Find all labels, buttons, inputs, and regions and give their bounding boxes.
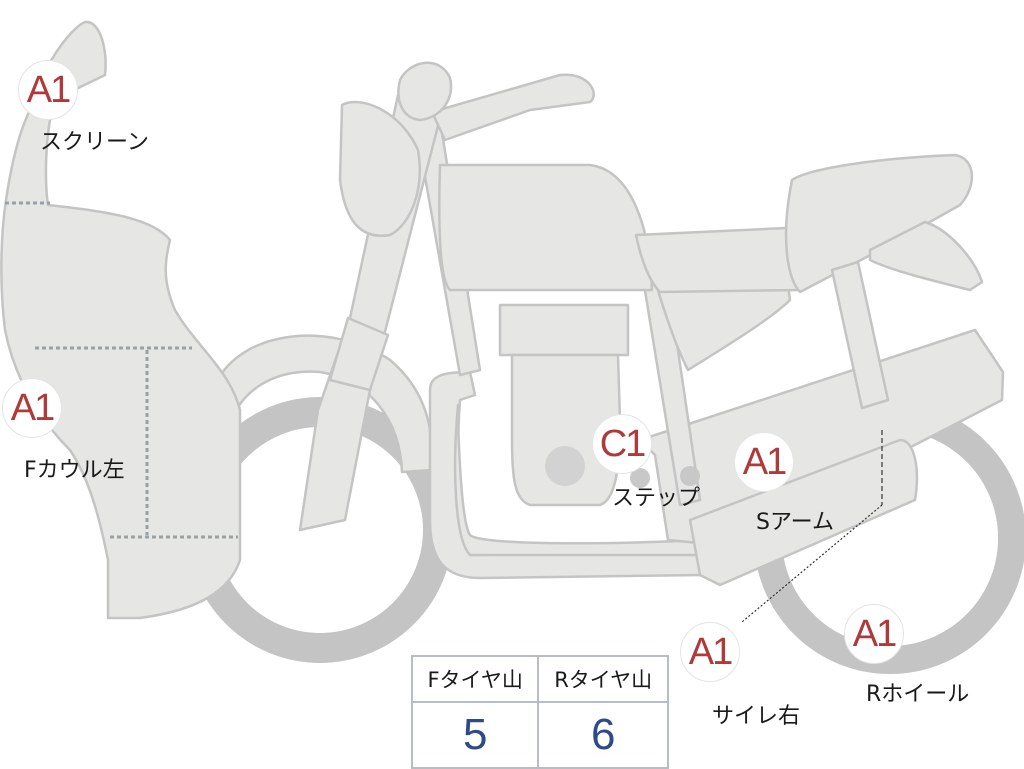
- value-front-tire: 5: [410, 701, 540, 769]
- mirror: [397, 61, 453, 122]
- fuel-tank: [438, 163, 654, 292]
- handlebar: [430, 73, 595, 142]
- label-step: ステップ: [612, 486, 701, 511]
- engine-cylinder: [498, 303, 630, 357]
- tail-cowl: [868, 220, 984, 292]
- label-silencer-right: サイレ右: [712, 704, 801, 729]
- fairing: [0, 20, 242, 620]
- grade-badge-r-wheel: A1: [844, 604, 904, 664]
- label-s-arm: Sアーム: [756, 510, 834, 535]
- label-r-wheel: Rホイール: [866, 682, 970, 707]
- rear-shock: [830, 260, 890, 410]
- grade-badge-silencer-right: A1: [680, 622, 740, 682]
- grade-badge-s-arm: A1: [734, 432, 794, 492]
- value-rear-tire: 6: [537, 701, 669, 769]
- header-front-tire: Fタイヤ山: [410, 655, 540, 703]
- label-screen: スクリーン: [40, 130, 149, 155]
- headlight: [338, 100, 421, 238]
- muffler: [688, 438, 919, 587]
- label-f-cowl-left: Fカウル左: [24, 458, 125, 483]
- tire-tread-table: Fタイヤ山 Rタイヤ山 5 6: [410, 655, 669, 769]
- grade-badge-screen: A1: [18, 60, 78, 120]
- grade-badge-f-cowl-left: A1: [2, 378, 62, 438]
- header-rear-tire: Rタイヤ山: [537, 655, 669, 703]
- seat: [634, 226, 802, 294]
- grade-badge-step: C1: [592, 414, 652, 474]
